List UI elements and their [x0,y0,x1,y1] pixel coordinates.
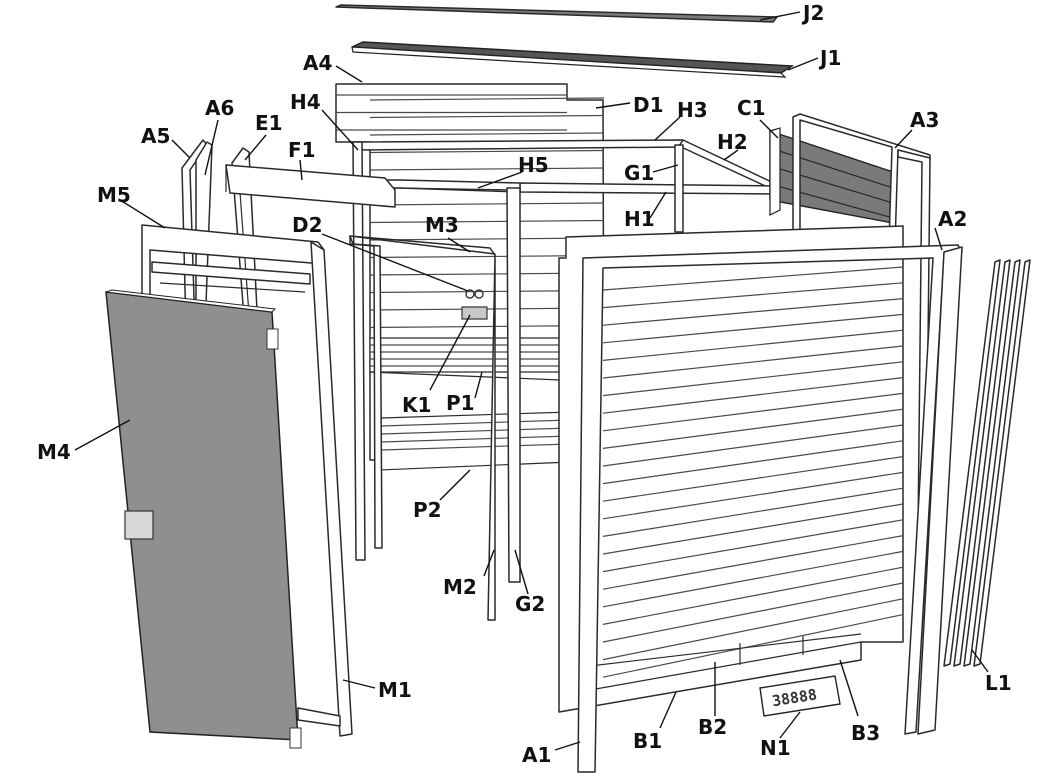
slat-line [602,598,904,661]
slat-line [602,471,904,520]
slat-line [602,456,904,502]
label-p2: P2 [413,498,442,522]
label-b2: B2 [698,715,727,739]
label-a4: A4 [303,51,332,75]
frame-a2 [917,246,963,735]
label-h2: H2 [717,130,748,154]
slat-line [369,219,605,224]
hook-d2 [465,289,484,299]
label-m2: M2 [443,575,477,599]
slat-line [602,408,904,449]
slat-line [369,114,605,119]
slat-line [602,266,904,291]
slat-line [369,254,605,259]
slat-line [602,550,904,608]
label-b1: B1 [633,729,662,753]
label-h5: H5 [518,153,549,177]
slat-line [602,503,904,555]
label-l1: L1 [985,671,1012,695]
slat-line [602,329,904,361]
bottom-boards [589,633,862,691]
bench-p2 [379,411,571,471]
label-j1: J1 [818,46,841,70]
label-c1: C1 [737,96,766,120]
door-m4 [105,289,341,749]
label-g2: G2 [515,592,545,616]
label-a6: A6 [205,96,234,120]
slat-line [602,282,904,309]
part-labels: J2 J1 A4 D1 H4 H3 A6 C1 A3 E1 A5 F1 H2 H… [37,1,1012,767]
post-g2 [506,187,521,583]
label-d1: D1 [633,93,664,117]
slat-line [369,97,605,101]
label-h4: H4 [290,90,321,114]
slat-line [602,582,904,643]
slat-line [602,361,904,397]
label-h3: H3 [677,98,708,122]
slat-line [602,535,904,590]
slat-line [602,313,904,344]
label-m3: M3 [425,213,459,237]
front-wall [558,225,904,713]
label-b3: B3 [851,721,880,745]
slat-line [602,392,904,432]
top-frame [352,139,781,561]
slat-line [602,614,904,678]
label-h1: H1 [624,207,655,231]
slat-line [602,487,904,537]
slat-line [602,298,904,326]
slat-line [369,149,605,154]
header-board-f1 [225,164,396,208]
door-frame-m5 [141,224,353,737]
leader-lines [74,11,989,751]
slat-line [369,202,605,206]
label-k1: K1 [402,393,431,417]
label-d2: D2 [292,213,323,237]
slat-line [602,519,904,573]
label-p1: P1 [446,391,475,415]
label-a1: A1 [522,743,551,767]
roof-board-j2 [335,4,778,23]
slat-line [369,132,605,136]
door-handle [124,510,154,540]
label-g1: G1 [624,161,654,185]
label-m4: M4 [37,440,71,464]
posts-l1 [943,259,1031,667]
slat-line [602,424,904,467]
roof-panel-j1 [351,41,795,78]
label-m1: M1 [378,678,412,702]
slat-line [602,440,904,485]
display-n1: 38888 [759,675,841,717]
label-a3: A3 [910,108,939,132]
door-frame-m3 [349,235,496,621]
label-a5: A5 [141,124,170,148]
slat-line [602,377,904,414]
label-a2: A2 [938,207,967,231]
holder-k1 [461,306,488,320]
label-n1: N1 [760,736,791,760]
label-j2: J2 [801,1,824,25]
slat-line [369,167,605,171]
label-e1: E1 [255,111,283,135]
slat-line [369,237,605,241]
label-f1: F1 [288,138,316,162]
bench-p1 [369,337,576,381]
slat-line [602,345,904,379]
slat-line [602,566,904,625]
label-m5: M5 [97,183,131,207]
